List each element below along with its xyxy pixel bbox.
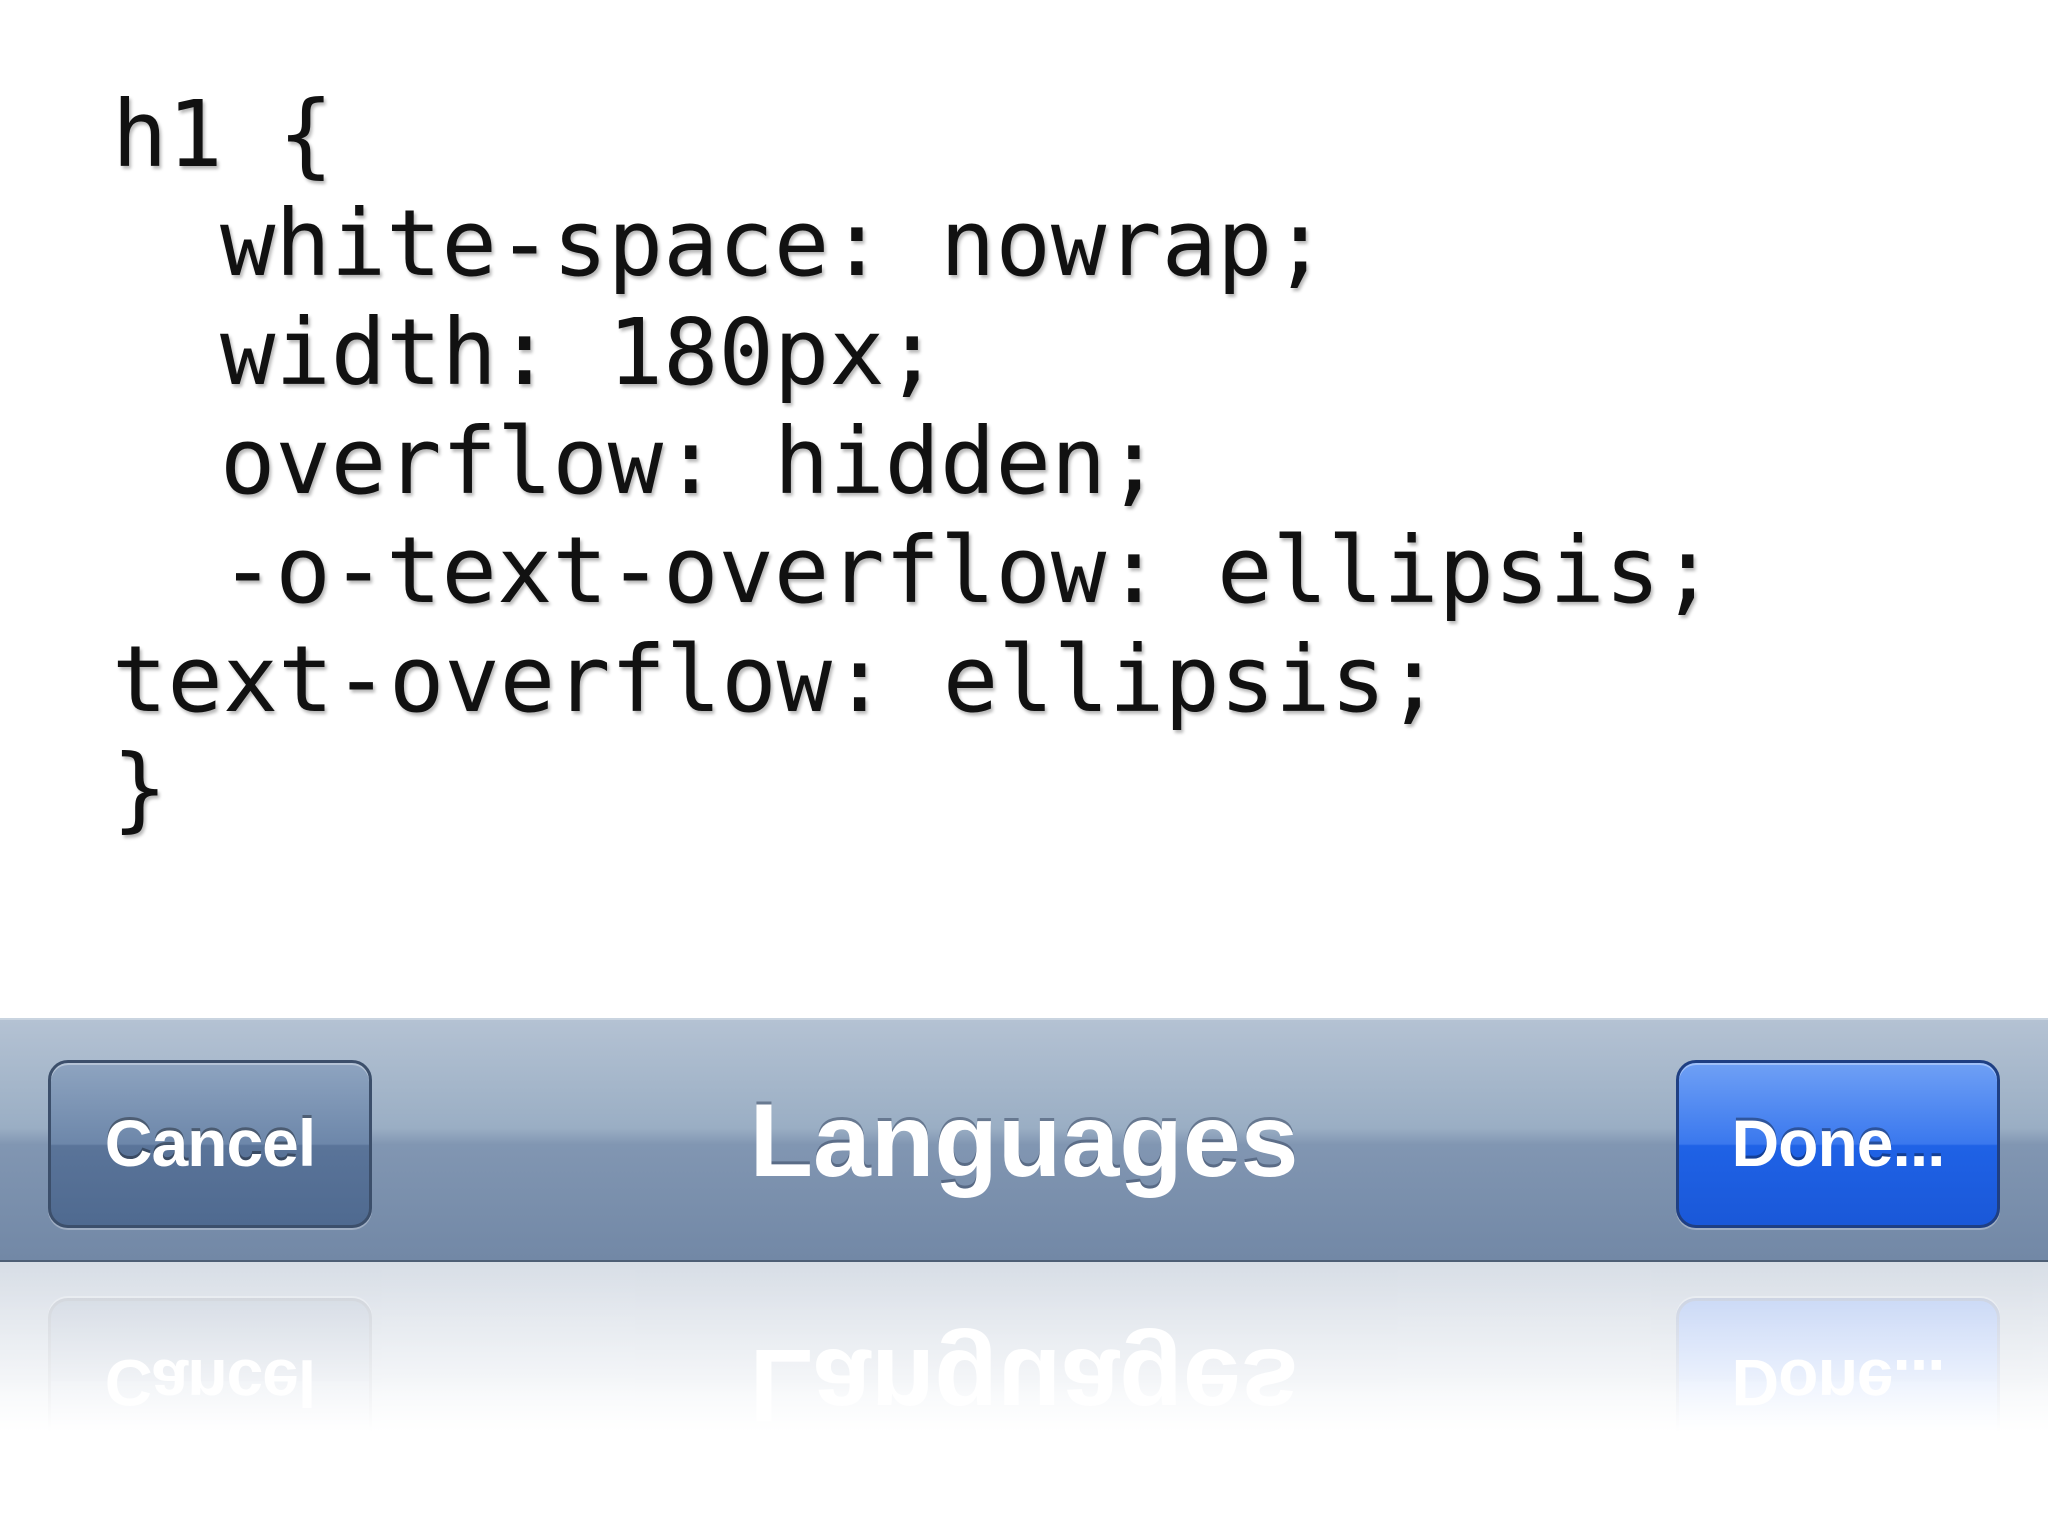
code-line: overflow: hidden; [220, 408, 1162, 515]
code-line: h1 { [112, 81, 334, 188]
navbar-reflection-bar: Cancel Languages Done... [0, 1262, 2048, 1506]
done-button[interactable]: Done... [1676, 1060, 2000, 1228]
code-line: text-overflow: ellipsis; [112, 626, 1442, 733]
code-line: width: 180px; [220, 299, 941, 406]
cancel-button-reflection: Cancel [48, 1298, 372, 1466]
code-line: white-space: nowrap; [220, 190, 1328, 297]
code-line: } [112, 735, 168, 842]
reflection-fade [0, 1262, 2048, 1536]
navbar-title-reflection: Languages [749, 1327, 1299, 1443]
done-button-reflection: Done... [1676, 1298, 2000, 1466]
code-line: -o-text-overflow: ellipsis; [220, 517, 1716, 624]
navigation-bar: Cancel Languages Done... [0, 1018, 2048, 1262]
navbar-title: Languages [749, 1083, 1299, 1199]
css-code-block: h1 {white-space: nowrap;width: 180px;ove… [112, 80, 1716, 843]
cancel-button[interactable]: Cancel [48, 1060, 372, 1228]
